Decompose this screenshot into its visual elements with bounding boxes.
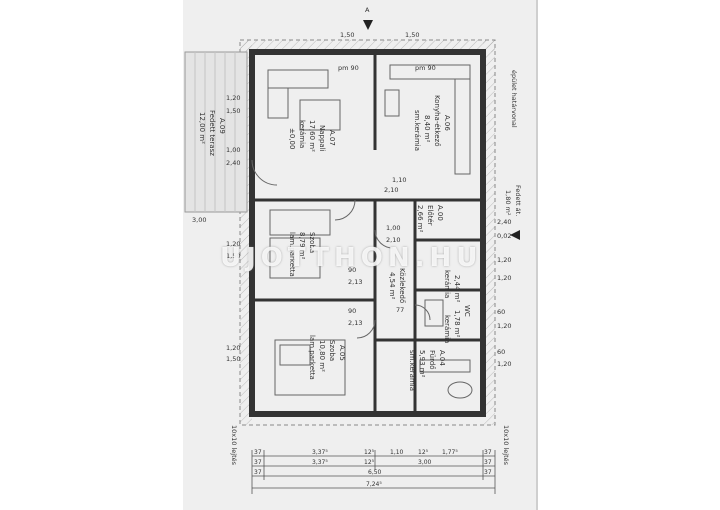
room-a06-name: Konyha-étkező [433,95,442,146]
room-a04-floor: sm.kerámia [408,350,416,391]
watermark-text: UJOTTHON.HU [220,243,483,273]
room-a05-area: 10,80 m² [318,340,326,372]
dim-right-60a: 60 [497,308,505,316]
room-a09-area: 12,00 m² [198,112,206,144]
room-a06-floor: sm.kerámia [413,110,421,151]
room-a07-area: 17,60 m² [308,120,316,152]
dim-row1-4: 12⁵ [418,449,429,456]
terrace-tiles [194,52,236,212]
dim-right-240: 2,40 [497,218,511,226]
room-a06-area: 8,40 m² [423,115,431,143]
section-marker-top [363,20,373,30]
dim-90b: 90 [348,307,356,315]
door-swings [251,159,431,339]
dim-300: 3,00 [192,216,206,224]
dim-top-150: 1,50 [340,31,354,39]
dim-left-150b: 1,50 [226,252,240,260]
section-label-top: A [365,6,370,14]
epulet-hatarvonal-label: épület határvonal [510,70,518,128]
dim-row1-2: 12⁵ [364,449,375,456]
dim-right-120c: 1,20 [497,322,511,330]
room-a00-id: A.00 [436,205,444,221]
room-a05-name: Szoba [328,340,336,361]
room-a04-area: 5,93 m² [418,350,426,378]
outer-wall [249,49,486,417]
dim-right-120b: 1,20 [497,274,511,282]
room-a02-floor: lam.parketta [288,232,296,277]
pm90-top-b: pm 90 [415,64,436,72]
dim-row1-1: 3,37⁵ [312,449,328,456]
dim-left-150c: 1,50 [226,355,240,363]
dim-left-120c: 1,20 [226,344,240,352]
dim-90a: 90 [348,266,356,274]
section-marker-right [510,230,520,240]
room-a03-area: 1,78 m² [453,310,461,338]
dim-row1-3: 1,10 [390,449,404,456]
room-a05-id: A.05 [338,345,346,361]
dim-row1-0: 37 [254,449,262,456]
dim-213b: 2,13 [348,319,362,327]
dim-row2-1: 3,37⁵ [312,459,328,466]
fedett-at-label: Fedett át. [514,185,522,216]
lejto-right-label: 10x10 lejtés [502,425,510,466]
room-a04-id: A.04 [438,350,446,366]
furniture [267,64,473,399]
dim-row2-3: 3,00 [418,459,432,466]
dim-row3-2: 37 [484,469,492,476]
room-a00-area: 2,66 m² [416,205,424,233]
sheet-edge [536,0,538,510]
lejto-left-label: 10x10 lejtés [230,425,238,466]
dim-left-100: 1,00 [226,146,240,154]
room-tech-area: 2,44 m² [453,275,461,303]
dim-100b: 1,00 [386,224,400,232]
dim-top-150b: 1,50 [405,31,419,39]
dim-right-60b: 60 [497,348,505,356]
room-a02-name: Szoba [308,232,316,253]
plot-boundary [239,39,496,426]
dim-row2-2: 12⁵ [364,459,375,466]
dim-110: 1,10 [392,176,406,184]
dim-row2-0: 37 [254,459,262,466]
dim-left-150: 1,50 [226,107,240,115]
dimension-lines [251,450,496,494]
room-a05-floor: lam.parketta [308,335,316,380]
room-a07-level: ±0,00 [288,128,296,149]
dim-210b: 2,10 [386,236,400,244]
room-tech-floor: kerámia [443,270,451,298]
dim-213a: 2,13 [348,278,362,286]
room-a06-id: A.06 [443,115,451,131]
fedett-at-area: 1,80 m² [504,190,512,216]
dim-left-240: 2,40 [226,159,240,167]
room-a02-area: 8,79 m² [298,232,306,260]
dim-left-120: 1,20 [226,94,240,102]
dim-row3-1: 6,50 [368,469,382,476]
dim-row3-0: 37 [254,469,262,476]
room-a07-name: Nappali [318,125,326,152]
room-a09-name: Fedett terasz [208,110,216,156]
interior-walls [252,52,483,414]
room-a03-floor: kerámia [443,315,451,343]
room-a04-name: Fürdő [428,350,437,370]
dim-210: 2,10 [384,186,398,194]
pm90-top-a: pm 90 [338,64,359,72]
room-a09-id: A.09 [218,118,226,134]
room-a00-name: Előtér [426,205,435,226]
dim-77: 77 [396,306,404,314]
dim-right-120d: 1,20 [497,360,511,368]
room-a03-name: WC [463,305,471,317]
dim-right-120a: 1,20 [497,256,511,264]
dim-right-002: 0,02 [497,232,511,240]
room-a07-floor: kerámia [298,120,306,148]
dim-total: 7,24⁵ [366,481,382,488]
dim-left-120b: 1,20 [226,240,240,248]
room-a01-area: 4,54 m² [388,272,396,300]
room-a07-id: A.07 [328,130,336,146]
dim-row1-5: 1,77⁵ [442,449,458,456]
dim-row1-6: 37 [484,449,492,456]
dim-row2-4: 37 [484,459,492,466]
room-a01-name: Közlekedő [398,268,407,303]
